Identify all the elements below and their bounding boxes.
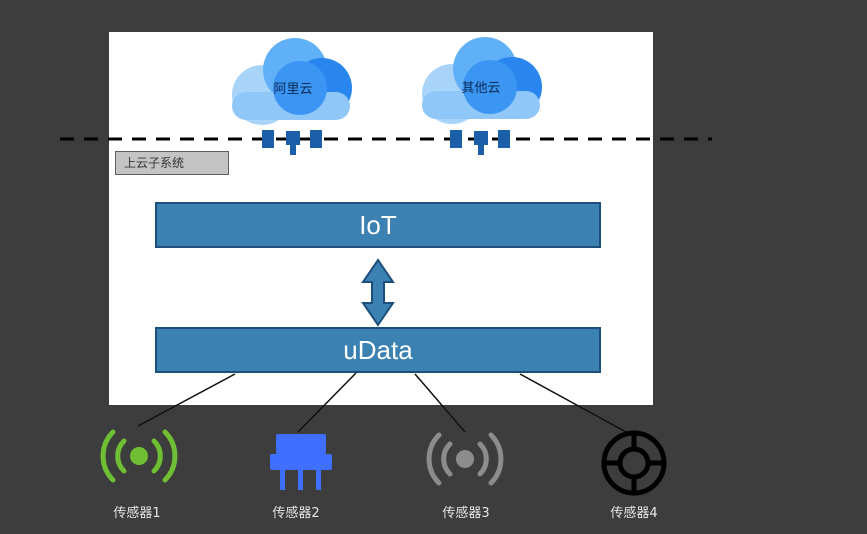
sensor-label-2: 传感器2 <box>272 506 320 521</box>
crosshair-icon <box>601 430 667 496</box>
wireless-signal-icon <box>426 432 504 486</box>
chip-icon <box>270 434 332 490</box>
sensor-label-3: 传感器3 <box>442 506 490 521</box>
connector-icon <box>450 130 510 155</box>
subsystem-label: 上云子系统 <box>115 151 229 175</box>
connector-icon <box>262 130 322 155</box>
sensor-label-4: 传感器4 <box>610 506 658 521</box>
udata-layer-bar: uData <box>155 327 601 373</box>
sensor-links <box>137 372 627 433</box>
cloud-icon <box>422 37 542 124</box>
cloud-label-other: 其他云 <box>461 81 501 96</box>
cloud-icon <box>232 38 352 125</box>
iot-layer-bar: IoT <box>155 202 601 248</box>
wireless-signal-icon <box>100 429 178 483</box>
cloud-label-aliyun: 阿里云 <box>273 82 313 97</box>
sensor-label-1: 传感器1 <box>113 506 161 521</box>
bidirectional-arrow-icon <box>361 258 395 327</box>
